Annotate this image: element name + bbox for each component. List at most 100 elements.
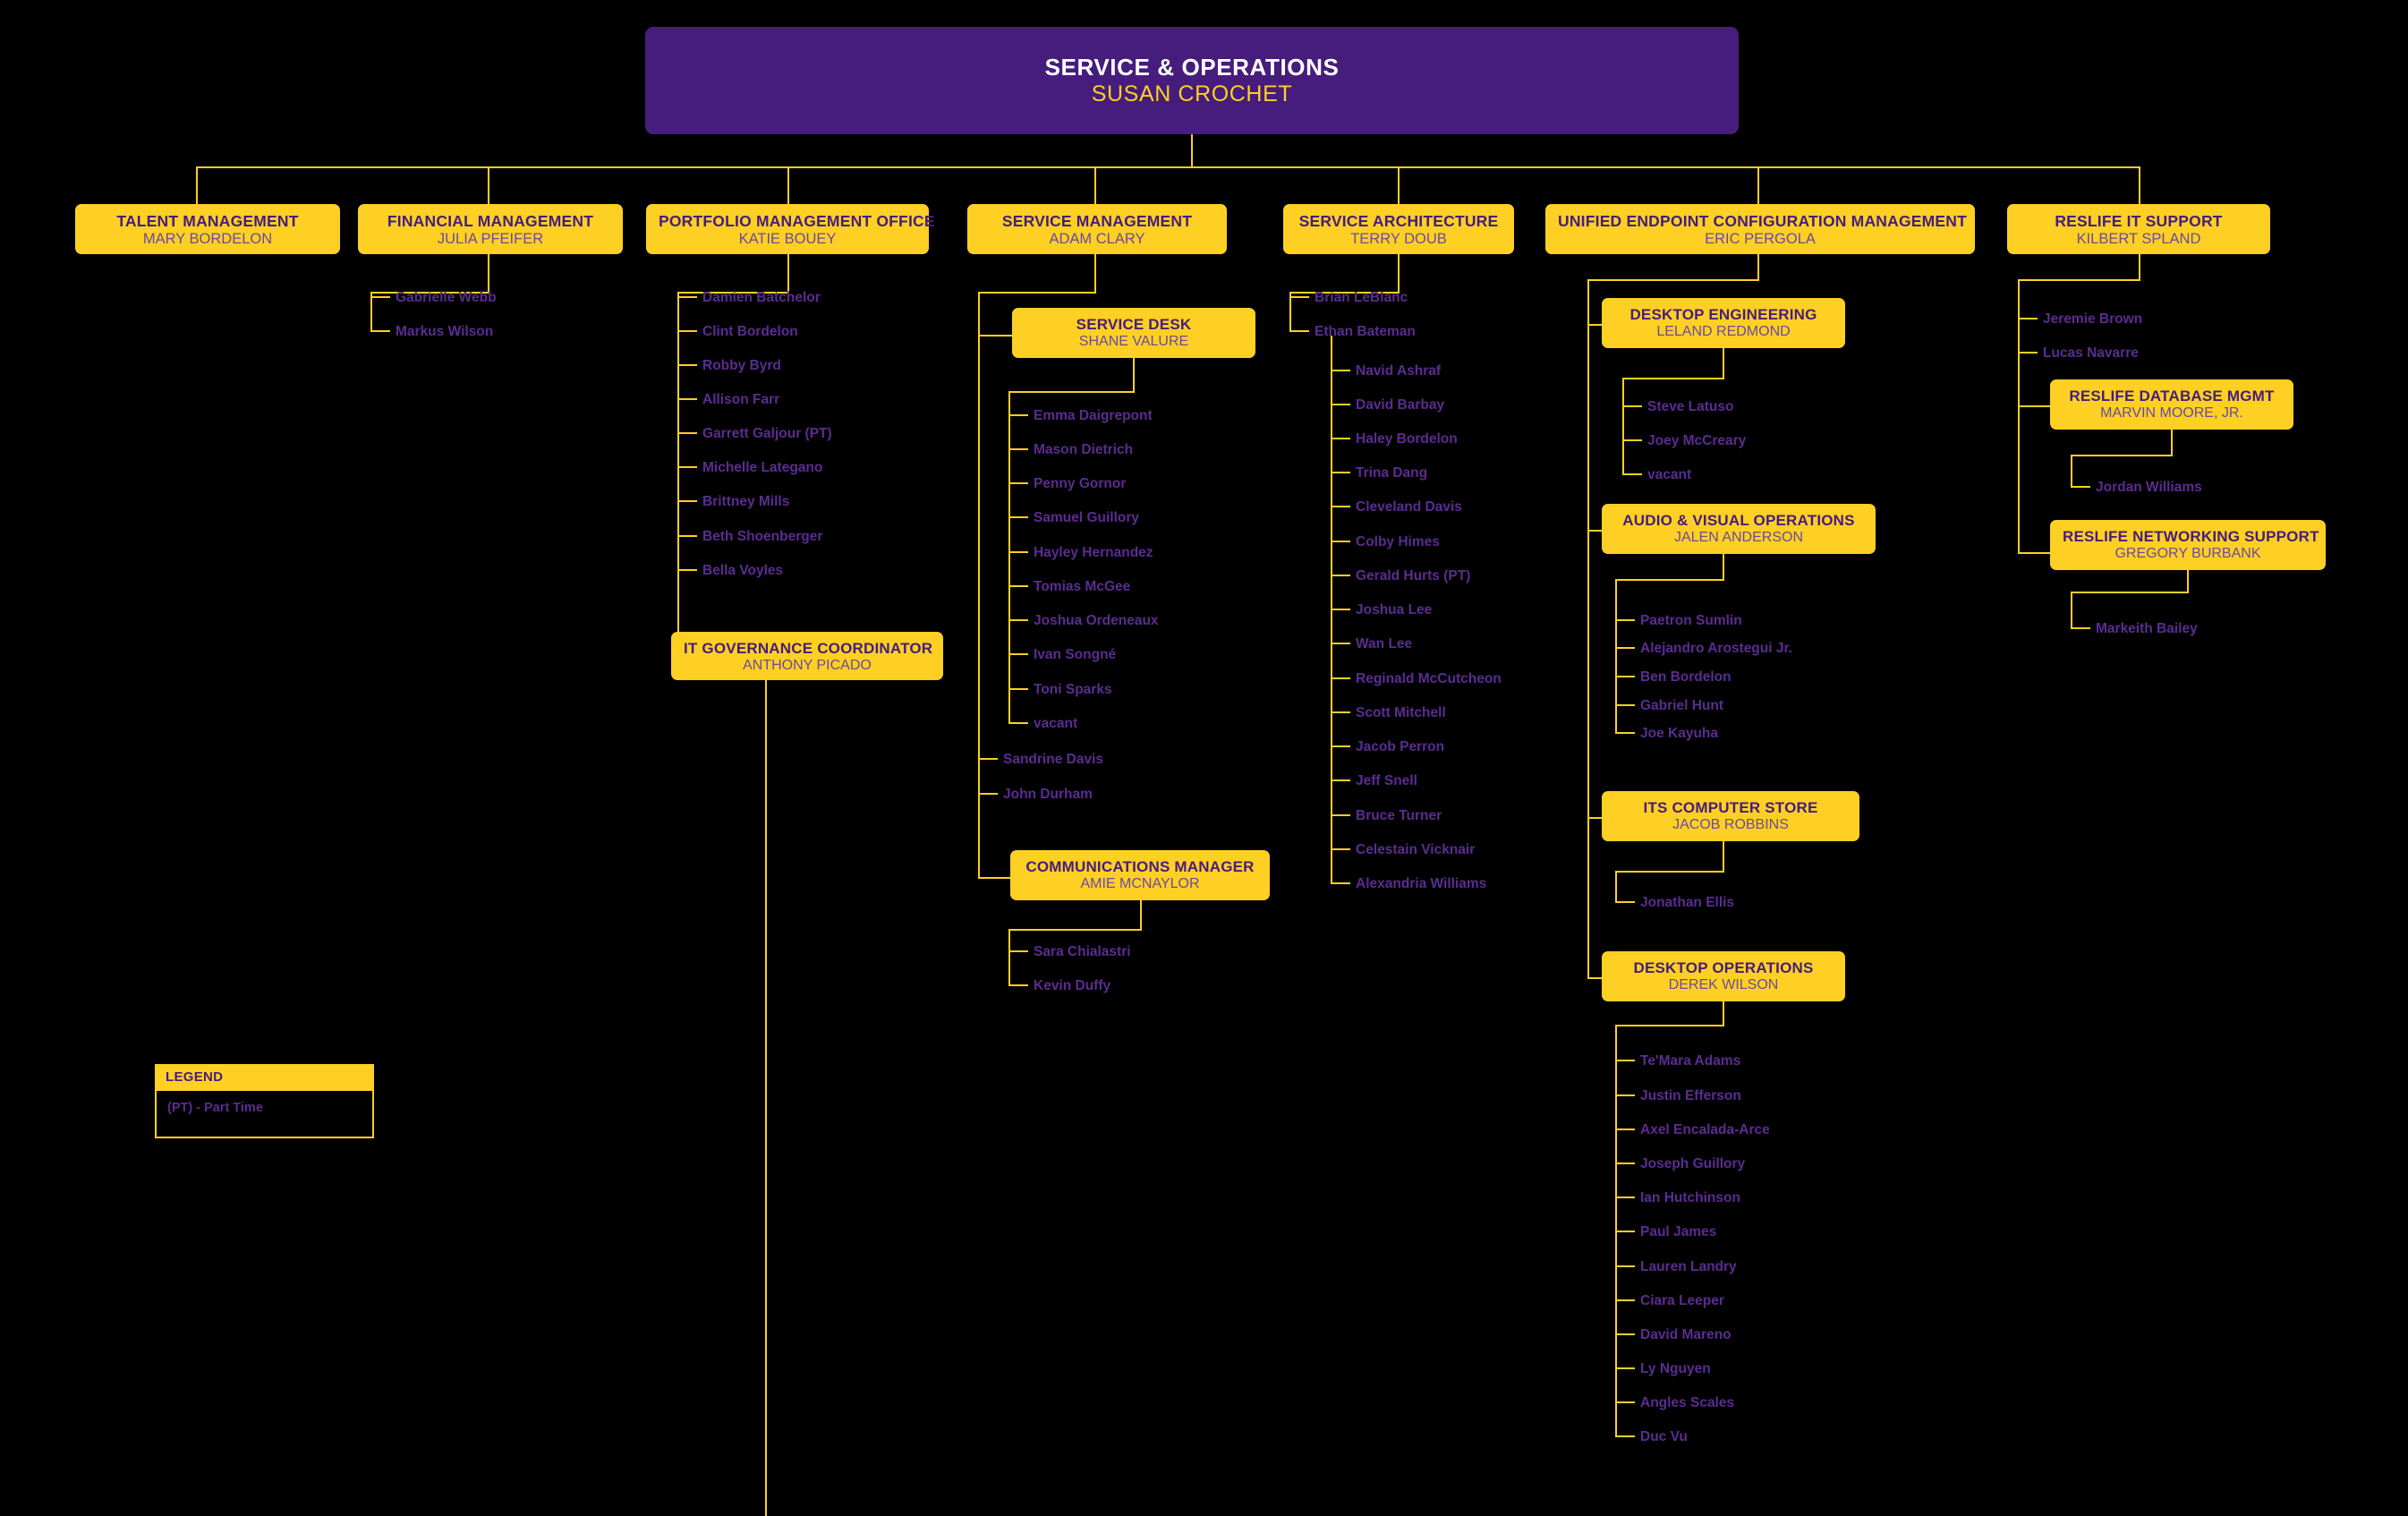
connector-svcmgmt-to-comms [978,877,1012,879]
connector-drop-service-arch [1398,166,1400,206]
staff-name: Ly Nguyen [1640,1361,1711,1376]
node-it-governance-coordinator[interactable]: IT GOVERNANCE COORDINATOR ANTHONY PICADO [671,632,943,680]
staff-name: Celestain Vicknair [1356,842,1476,857]
staff-name: Jeff Snell [1356,773,1417,788]
staff-name: Alejandro Arostegui Jr. [1640,641,1792,656]
connector-servicedesk-over [1008,391,1135,393]
staff-name: Trina Dang [1356,465,1428,481]
connector-portfolio-rail [677,292,679,652]
connector-uecm-to-deskops [1587,977,1611,979]
node-portfolio-management-office[interactable]: PORTFOLIO MANAGEMENT OFFICE KATIE BOUEY [646,204,935,254]
staff-name: Cleveland Davis [1356,499,1462,515]
connector-store-down [1723,841,1724,871]
connector-portfolio-tick-2 [677,364,697,366]
staff-name: Wan Lee [1356,636,1413,652]
connector-sd-tick-0 [1008,414,1028,416]
staff-name: Navid Ashraf [1356,363,1442,379]
node-person: ADAM CLARY [1049,230,1145,247]
connector-deskops-over [1615,1025,1724,1026]
staff-name: Kevin Duffy [1034,978,1111,993]
node-unified-endpoint-configuration-management[interactable]: UNIFIED ENDPOINT CONFIGURATION MANAGEMEN… [1545,204,1975,254]
node-person: KATIE BOUEY [738,230,837,247]
connector-svcarch-tick-1 [1289,330,1309,332]
connector-av-over [1615,579,1724,581]
node-financial-management[interactable]: FINANCIAL MANAGEMENT JULIA PFEIFER [358,204,623,254]
connector-sd-tick-4 [1008,551,1028,553]
connector-reslife-rail [2018,279,2020,552]
connector-db-tick-0 [2071,486,2090,488]
staff-name: David Mareno [1640,1327,1732,1342]
node-desktop-operations[interactable]: DESKTOP OPERATIONS DEREK WILSON [1602,951,1845,1001]
connector-svcarch-rail [1289,292,1291,332]
node-title: SERVICE & OPERATIONS [1044,53,1340,81]
node-service-management[interactable]: SERVICE MANAGEMENT ADAM CLARY [967,204,1227,254]
node-service-architecture[interactable]: SERVICE ARCHITECTURE TERRY DOUB [1283,204,1514,254]
staff-name: Garrett Galjour (PT) [702,426,832,441]
node-title: AUDIO & VISUAL OPERATIONS [1622,512,1855,529]
connector-portfolio-tick-5 [677,466,697,468]
node-reslife-database-mgmt[interactable]: RESLIFE DATABASE MGMT MARVIN MOORE, JR. [2050,379,2293,430]
node-service-operations[interactable]: SERVICE & OPERATIONS SUSAN CROCHET [645,27,1739,134]
connector-portfolio-tick-4 [677,432,697,434]
connector-root-drop [1191,134,1193,166]
node-title: COMMUNICATIONS MANAGER [1025,858,1255,875]
connector-reslife-over [2018,279,2140,281]
staff-name: John Durham [1003,787,1093,802]
connector-store-over [1615,871,1724,873]
node-person: ANTHONY PICADO [743,658,872,674]
connector-deskeng-tick-0 [1622,405,1642,407]
node-desktop-engineering[interactable]: DESKTOP ENGINEERING LELAND REDMOND [1602,298,1845,348]
legend-header: LEGEND [155,1064,374,1091]
connector-financial-down [488,254,489,292]
node-person: LELAND REDMOND [1656,324,1791,340]
connector-net-over [2071,592,2189,593]
connector-comms-over [1008,929,1142,931]
staff-name: Markeith Bailey [2096,621,2198,636]
connector-bateman-tick-6 [1331,575,1350,576]
connector-deskeng-tick-2 [1622,473,1642,475]
staff-name: Jordan Williams [2096,480,2202,495]
connector-svcarch-tick-0 [1289,296,1309,298]
connector-sd-tick-6 [1008,619,1028,621]
node-title: PORTFOLIO MANAGEMENT OFFICE [659,212,935,230]
connector-db-down [2171,430,2173,455]
connector-deskops-tick-9 [1615,1367,1635,1369]
connector-sd-tick-9 [1008,722,1028,724]
connector-deskeng-rail [1622,378,1624,473]
node-communications-manager[interactable]: COMMUNICATIONS MANAGER AMIE MCNAYLOR [1010,850,1270,900]
connector-svcmgmt-down [1094,254,1096,292]
staff-name: Sandrine Davis [1003,752,1103,767]
connector-portfolio-tick-6 [677,500,697,502]
connector-governance-down [765,652,767,1516]
node-service-desk[interactable]: SERVICE DESK SHANE VALURE [1012,308,1255,358]
connector-deskops-tick-6 [1615,1265,1635,1267]
node-its-computer-store[interactable]: ITS COMPUTER STORE JACOB ROBBINS [1602,791,1859,841]
connector-bateman-tick-14 [1331,848,1350,850]
connector-svcmgmt-tick-john [978,793,998,795]
connector-portfolio-tick-8 [677,569,697,571]
legend-entry: (PT) - Part Time [167,1101,263,1115]
staff-name: Jeremie Brown [2043,311,2143,327]
staff-name: Clint Bordelon [702,324,798,339]
connector-sd-tick-2 [1008,482,1028,484]
node-title: SERVICE DESK [1076,316,1192,333]
staff-name: Scott Mitchell [1356,705,1446,720]
staff-name: Joshua Lee [1356,602,1433,617]
node-audio-visual-operations[interactable]: AUDIO & VISUAL OPERATIONS JALEN ANDERSON [1602,504,1876,554]
node-title: SERVICE ARCHITECTURE [1298,212,1499,230]
staff-name: Ian Hutchinson [1640,1190,1740,1205]
connector-bateman-tick-13 [1331,814,1350,816]
node-reslife-it-support[interactable]: RESLIFE IT SUPPORT KILBERT SPLAND [2007,204,2270,254]
node-talent-management[interactable]: TALENT MANAGEMENT MARY BORDELON [75,204,340,254]
connector-deskops-tick-8 [1615,1333,1635,1335]
node-reslife-networking-support[interactable]: RESLIFE NETWORKING SUPPORT GREGORY BURBA… [2050,520,2326,570]
node-person: JACOB ROBBINS [1672,817,1789,833]
node-title: SERVICE MANAGEMENT [1001,212,1193,230]
connector-av-tick-2 [1615,676,1635,677]
staff-name: Lucas Navarre [2043,345,2139,361]
node-person: ERIC PERGOLA [1705,230,1816,247]
connector-svcmgmt-to-servicedesk [978,335,1014,336]
connector-reslife-to-net [2018,552,2052,554]
connector-net-tick-0 [2071,627,2090,629]
